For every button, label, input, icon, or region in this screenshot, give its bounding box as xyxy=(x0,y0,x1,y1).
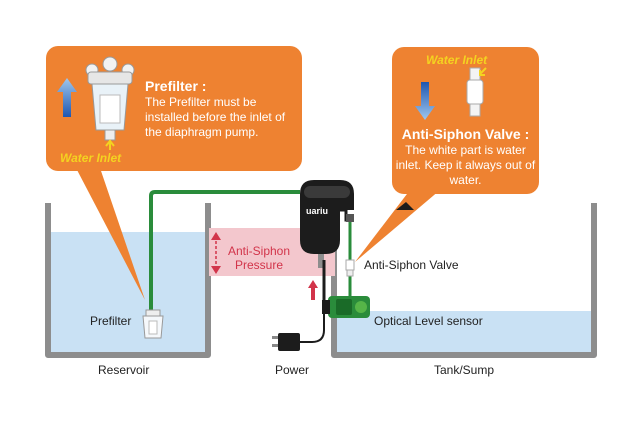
prefilter-label: Prefilter xyxy=(90,314,132,328)
valve-title: Anti-Siphon Valve : xyxy=(401,126,530,142)
tank-sump xyxy=(331,203,597,358)
prefilter-callout-pointer xyxy=(76,168,145,300)
tank-wall xyxy=(331,203,597,358)
valve-water-inlet-label: Water Inlet xyxy=(426,53,488,67)
double-arrow-icon xyxy=(211,232,221,274)
prefilter-icon xyxy=(85,56,135,150)
anti-siphon-pressure-line2: Pressure xyxy=(234,258,284,272)
anti-siphon-valve-device xyxy=(345,259,355,277)
prefilter-water-inlet-label: Water Inlet xyxy=(60,151,122,165)
valve-icon xyxy=(466,67,487,117)
pump-icon: uariu xyxy=(300,180,414,300)
pressure-arrow-icon xyxy=(308,280,318,300)
down-arrow-icon xyxy=(415,82,435,120)
prefilter-description: The Prefilter must be installed before t… xyxy=(145,95,286,139)
anti-siphon-pressure-label: Anti-Siphon Pressure xyxy=(222,244,296,272)
tank-water xyxy=(337,311,591,352)
valve-callout-pointer xyxy=(355,190,440,262)
reservoir-wall xyxy=(45,203,211,358)
inlet-tube xyxy=(149,190,300,310)
power-adapter-icon xyxy=(272,300,325,351)
tank-sump-label: Tank/Sump xyxy=(434,363,495,377)
sensor-icon xyxy=(322,296,370,318)
pump-brand-text: uariu xyxy=(306,206,328,216)
reservoir-label: Reservoir xyxy=(98,363,150,377)
power-label: Power xyxy=(275,363,310,377)
valve-description: The white part is water inlet. Keep it a… xyxy=(395,143,536,187)
optical-level-sensor-label: Optical Level sensor xyxy=(374,314,483,328)
prefilter-device xyxy=(142,309,164,339)
reservoir xyxy=(45,203,211,358)
anti-siphon-pressure-line1: Anti-Siphon xyxy=(227,244,291,258)
prefilter-title: Prefilter : xyxy=(145,78,207,94)
reservoir-water xyxy=(51,232,206,352)
up-arrow-icon xyxy=(57,78,77,117)
anti-siphon-valve-label: Anti-Siphon Valve xyxy=(364,258,459,272)
